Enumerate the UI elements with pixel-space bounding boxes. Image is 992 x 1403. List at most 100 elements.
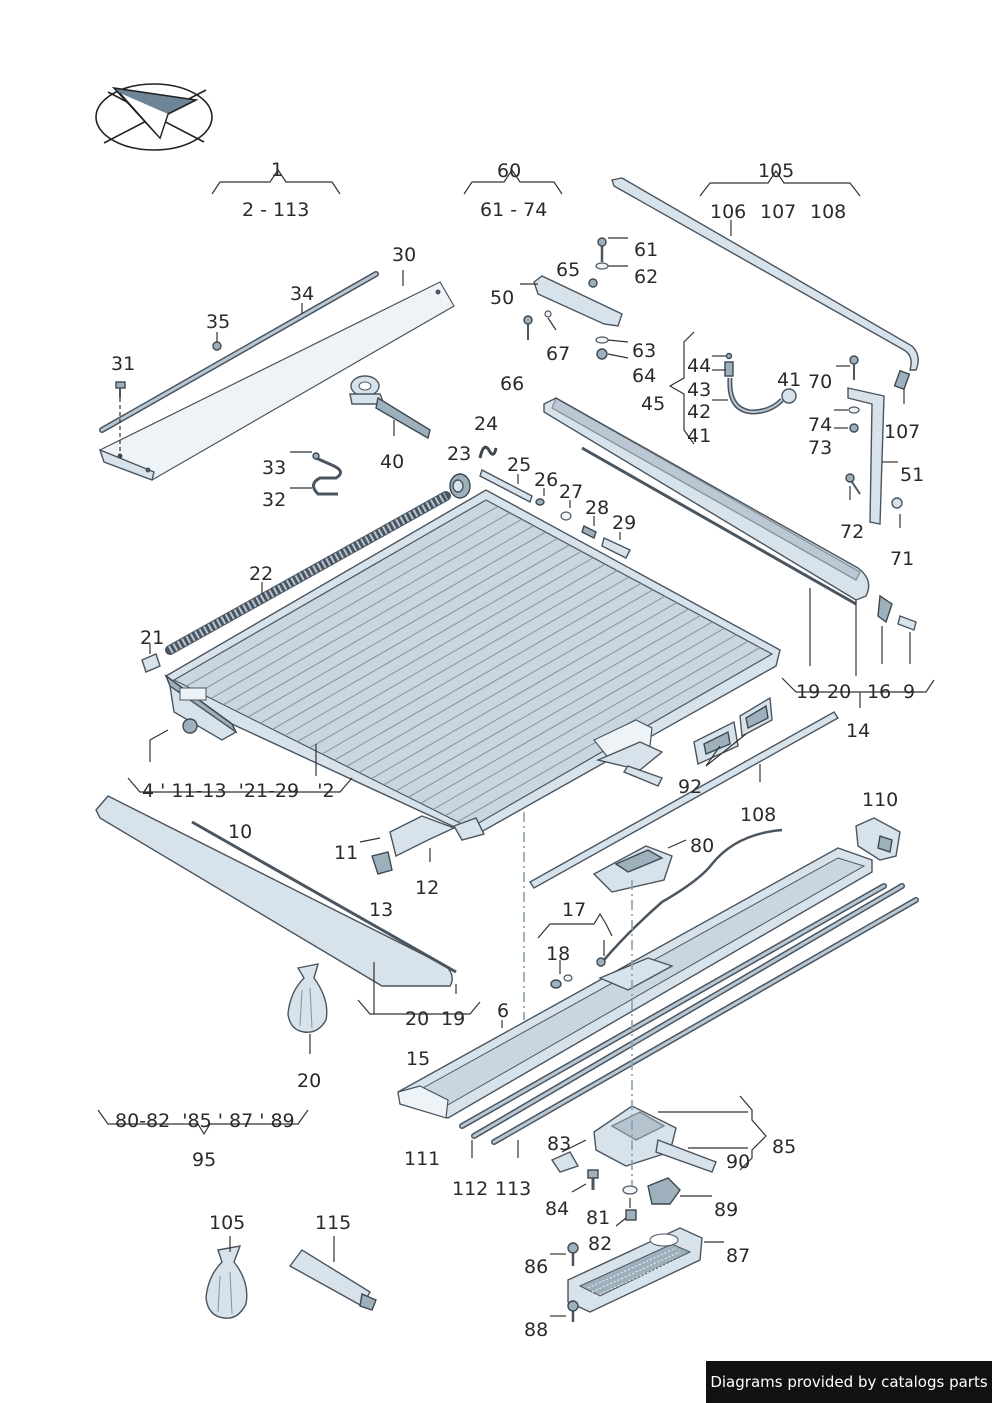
label-2-113: 2 - 113 [242,199,309,221]
label-63: 63 [632,340,656,362]
label-12: 12 [415,877,439,899]
label-10: 10 [228,821,252,843]
label-106: 106 [710,201,746,223]
label-107-top: 107 [760,201,796,223]
strip-108 [528,711,840,889]
cover-slat [198,512,511,693]
label-67: 67 [546,343,570,365]
label-18: 18 [546,943,570,965]
cover-slat [223,525,534,706]
label-25: 25 [507,454,531,476]
label-41b: 41 [777,369,801,391]
brand-logo [95,83,213,151]
label-73: 73 [808,437,832,459]
label-1: 1 [271,159,283,181]
label-26: 26 [534,469,558,491]
label-61: 61 [634,239,658,261]
label-105-top: 105 [758,160,794,182]
label-108-top: 108 [810,201,846,223]
cover-slat [346,589,654,767]
label-81: 81 [586,1207,610,1229]
label-92: 92 [678,776,702,798]
label-9: 9 [903,681,915,703]
label-72: 72 [840,521,864,543]
label-17: 17 [562,899,586,921]
clip-110 [855,817,901,861]
label-20a: 20 [827,681,851,703]
label-44: 44 [687,355,711,377]
hose-41-45 [668,331,797,445]
screw-35 [212,332,222,351]
label-16: 16 [867,681,891,703]
cover-slat [408,621,713,798]
lower-tray-6 [397,812,873,1119]
label-89: 89 [714,1199,738,1221]
handle-80 [592,828,783,967]
label-82: 82 [588,1233,612,1255]
cover-panel-30 [98,270,455,481]
label-85: 85 [772,1136,796,1158]
cover-slat [420,627,725,804]
label-43: 43 [687,379,711,401]
cover-slat [186,505,499,687]
label-41a: 41 [687,425,711,447]
label-60: 60 [497,160,521,182]
label-45: 45 [641,393,665,415]
hook-33-32 [290,451,342,496]
group-bracket-105 [699,169,861,197]
label-group-4-29: 4 ' 11-13 '21-29 '2 [142,780,335,802]
callout-labels: 1 2 - 113 60 61 - 74 105 106 107 108 30 … [111,159,924,1341]
label-62: 62 [634,266,658,288]
group-bracket-60 [463,168,563,195]
spring-22 [165,491,451,655]
label-71: 71 [890,548,914,570]
label-32: 32 [262,489,286,511]
label-84: 84 [545,1198,569,1220]
cover-slat [395,615,701,792]
footer-credit: Diagrams provided by catalogs parts [706,1361,992,1403]
cover-slat [210,518,522,699]
label-31: 31 [111,353,135,375]
lock-assembly-85 [550,880,767,1227]
cover-slat [235,531,546,712]
label-107: 107 [884,421,920,443]
label-65: 65 [556,259,580,281]
eye-bolt-40 [349,375,431,440]
label-33: 33 [262,457,286,479]
label-110: 110 [862,789,898,811]
label-29: 29 [612,512,636,534]
parts-17-18 [537,912,613,989]
seal-strip-106 [611,177,919,391]
pin-parts-24-29 [478,445,631,559]
bag-20 [287,963,328,1054]
label-74: 74 [808,414,832,436]
label-66: 66 [500,373,524,395]
label-70: 70 [808,371,832,393]
label-87: 87 [726,1245,750,1267]
label-28: 28 [585,497,609,519]
label-50: 50 [490,287,514,309]
bracket-50 [520,237,629,360]
nut-21 [141,644,161,673]
label-64: 64 [632,365,656,387]
roller-cover-tray [127,489,781,841]
label-112: 112 [452,1178,488,1200]
label-86: 86 [524,1256,548,1278]
label-6: 6 [497,1000,509,1022]
label-51: 51 [900,464,924,486]
label-83: 83 [547,1133,571,1155]
tube-115 [288,1236,377,1311]
label-108: 108 [740,804,776,826]
label-42: 42 [687,401,711,423]
label-105-bottom: 105 [209,1212,245,1234]
cover-slat [297,563,606,743]
label-35: 35 [206,311,230,333]
label-115: 115 [315,1212,351,1234]
label-34: 34 [290,283,314,305]
label-90: 90 [726,1151,750,1173]
label-19b: 19 [441,1008,465,1030]
handles-92 [693,696,773,767]
label-15: 15 [406,1048,430,1070]
label-24: 24 [474,413,498,435]
